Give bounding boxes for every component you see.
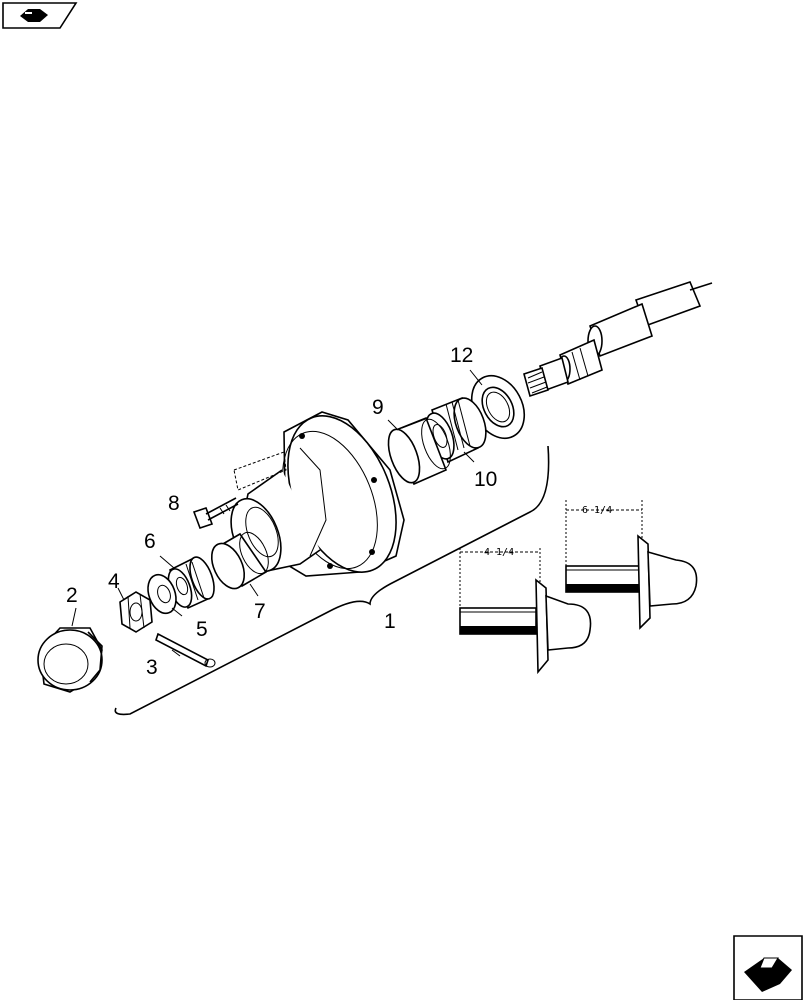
castle-nut — [119, 591, 153, 633]
callout-inner-cup: 9 — [372, 396, 384, 419]
callout-outer-cup: 7 — [254, 600, 266, 623]
callout-hub-cap: 2 — [66, 584, 78, 607]
callout-washer: 5 — [196, 618, 208, 641]
cotter-pin — [155, 632, 216, 668]
short-spindle-option — [459, 548, 592, 675]
short-spindle-dimension: 4 1/4 — [484, 547, 514, 558]
washer — [147, 573, 177, 615]
hub-cap — [37, 627, 103, 693]
callout-seal: 12 — [450, 344, 473, 367]
outer-cup — [210, 531, 269, 590]
callout-inner-cone: 10 — [474, 468, 497, 491]
wheel-bolt — [192, 497, 239, 530]
page-back-icon[interactable] — [2, 2, 78, 29]
callout-wheel-bolt: 8 — [168, 492, 180, 515]
inner-cone-bearing — [425, 396, 487, 464]
callout-cotter-pin: 3 — [146, 656, 158, 679]
callout-castle-nut: 4 — [108, 570, 120, 593]
callout-hub-assembly: 1 — [384, 610, 396, 633]
page-next-icon[interactable] — [733, 935, 803, 1000]
long-spindle-dimension: 6 1/4 — [582, 505, 612, 516]
outer-cone-bearing — [167, 556, 215, 610]
inner-cup — [387, 416, 451, 486]
assembly-bracket — [114, 445, 550, 716]
long-spindle-option — [565, 500, 698, 630]
callout-outer-cone: 6 — [144, 530, 156, 553]
spindle-shaft — [523, 281, 713, 398]
hub-body — [230, 411, 405, 577]
